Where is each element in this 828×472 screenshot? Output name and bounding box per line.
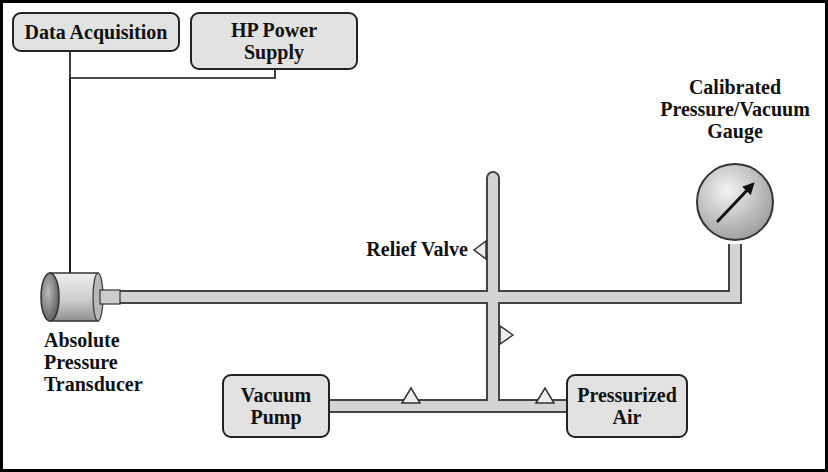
valve-symbol [402, 388, 420, 403]
equipment-box: Vacuum Pump [222, 374, 330, 438]
valve-label: Relief Valve [330, 238, 468, 260]
gauge-face [697, 164, 773, 240]
gauge-needle [717, 184, 753, 222]
signal-wire [70, 70, 275, 273]
node-label: Absolute Pressure Transducer [44, 329, 158, 395]
node-label: Vacuum Pump [232, 384, 320, 428]
check-valve-symbol [500, 326, 513, 344]
transducer-port [100, 290, 120, 304]
transducer-face [41, 273, 59, 321]
node-label: Pressurized Air [576, 384, 678, 428]
pressure-gauge: Calibrated Pressure/Vacuum Gauge [655, 76, 815, 244]
relief-pipe [488, 178, 498, 297]
transducer-body [40, 271, 120, 323]
instrument-box: HP Power Supply [190, 12, 358, 70]
node-label: HP Power Supply [200, 19, 348, 63]
node-label: Calibrated Pressure/Vacuum Gauge [655, 76, 815, 142]
relief-pipe-outline [486, 178, 500, 297]
equipment-box: Pressurized Air [566, 374, 688, 438]
instrument-box: Data Acquisition [12, 12, 180, 52]
gauge-dial [693, 160, 777, 244]
pipe [120, 297, 566, 406]
valve-symbol [536, 388, 554, 403]
node-label: Data Acquisition [25, 21, 168, 43]
pressure-transducer: Absolute Pressure Transducer [40, 271, 158, 395]
relief-valve-symbol [474, 241, 486, 259]
